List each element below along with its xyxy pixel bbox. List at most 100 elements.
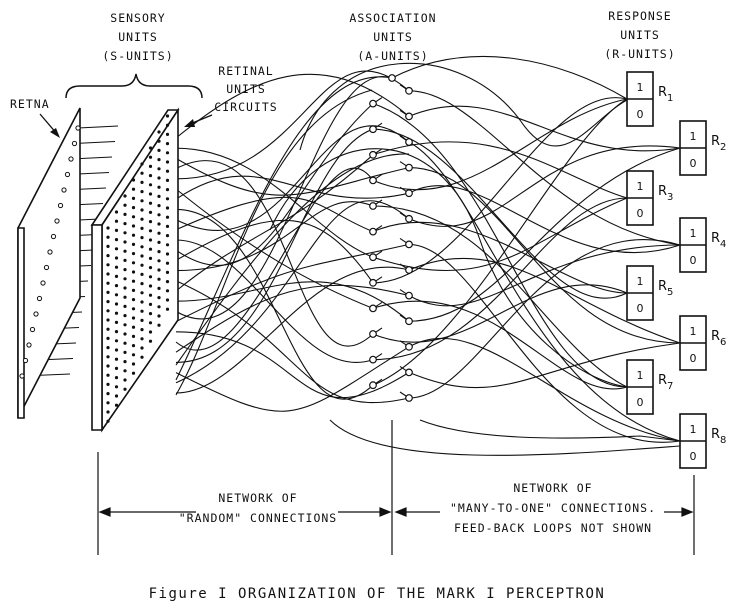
a-unit: [405, 266, 413, 274]
connection-wire: [175, 89, 373, 396]
retinal-units-label-line3: CIRCUITS: [214, 100, 277, 114]
r-unit-label: R7: [658, 373, 673, 392]
s-unit: [165, 280, 170, 284]
retina-sensor: [22, 357, 29, 364]
a-unit: [369, 99, 377, 108]
s-unit: [131, 325, 136, 329]
s-unit: [165, 307, 170, 311]
s-unit: [157, 139, 161, 143]
s-unit: [123, 222, 127, 226]
s-unit: [114, 320, 119, 324]
s-unit: [131, 371, 136, 375]
s-unit: [157, 158, 161, 162]
s-unit: [165, 224, 170, 228]
s-unit: [131, 215, 136, 219]
s-unit: [106, 272, 110, 276]
s-unit: [140, 190, 144, 194]
s-unit: [140, 226, 144, 230]
s-unit: [148, 201, 153, 205]
s-unit: [106, 373, 110, 377]
a-unit: [369, 150, 377, 159]
s-unit: [106, 300, 110, 304]
connection-wire: [175, 76, 393, 381]
retina-sensor: [43, 264, 50, 271]
connection-wire: [175, 200, 410, 384]
s-unit: [165, 298, 170, 302]
retina-sensor: [61, 187, 67, 193]
a-unit: [369, 304, 377, 313]
s-unit: [140, 254, 144, 258]
s-unit: [140, 309, 144, 313]
s-unit: [106, 235, 110, 239]
retina-sensor: [47, 249, 53, 255]
association-header: ASSOCIATION UNITS (A-UNITS): [349, 11, 436, 63]
sensory-header-line3: (S-UNITS): [102, 49, 173, 63]
connection-wire: [419, 419, 681, 442]
a-unit: [405, 240, 413, 249]
s-unit: [106, 244, 110, 248]
s-unit: [148, 229, 153, 233]
a-unit: [405, 163, 413, 172]
connection-wire: [408, 238, 681, 399]
s-unit: [148, 247, 153, 251]
many-to-one-label-line3: FEED-BACK LOOPS NOT SHOWN: [454, 521, 652, 535]
connection-wire: [372, 98, 628, 386]
s-unit: [123, 258, 127, 262]
retina-plane: [17, 107, 81, 419]
a-unit: [405, 86, 413, 95]
r-unit-top-bit: 1: [690, 325, 697, 338]
s-unit: [114, 339, 119, 343]
s-unit: [123, 212, 127, 216]
s-unit: [148, 210, 153, 214]
response-header: RESPONSE UNITS (R-UNITS): [604, 9, 675, 61]
s-unit: [148, 174, 153, 178]
s-unit: [131, 187, 136, 191]
s-unit: [114, 403, 119, 407]
s-unit: [114, 330, 119, 334]
connection-wire: [175, 201, 374, 272]
s-unit: [131, 224, 136, 228]
s-unit: [165, 178, 170, 182]
s-unit: [106, 419, 110, 423]
a-unit: [405, 189, 413, 198]
s-unit: [140, 263, 144, 267]
connection-wire: [408, 145, 681, 227]
retina-sensor: [71, 140, 78, 147]
connection-wire: [372, 197, 628, 272]
s-unit: [106, 226, 110, 230]
s-unit: [114, 385, 119, 389]
a-unit: [369, 381, 377, 390]
r-unit-top-bit: 1: [637, 369, 644, 382]
a-unit: [369, 176, 377, 185]
retina-sensor: [19, 373, 25, 379]
r-unit-top-bit: 1: [637, 275, 644, 288]
r-unit-top-bit: 1: [637, 81, 644, 94]
s-unit: [165, 188, 170, 192]
s-unit: [123, 378, 127, 382]
connection-wire: [175, 167, 374, 351]
s-unit: [157, 213, 161, 217]
s-unit: [106, 401, 110, 405]
s-unit: [123, 304, 127, 308]
connection-wire: [299, 62, 628, 151]
s-unit: [123, 295, 127, 299]
s-unit: [148, 275, 153, 279]
response-header-line3: (R-UNITS): [604, 47, 675, 61]
a-unit: [405, 342, 413, 351]
connection-wire: [408, 90, 681, 246]
association-header-line1: ASSOCIATION: [349, 11, 436, 25]
s-unit: [131, 288, 136, 292]
s-unit: [114, 394, 119, 398]
sensory-brace: [65, 73, 203, 99]
r-unit-bottom-bit: 0: [690, 352, 697, 365]
retina-sensor: [64, 171, 71, 178]
retina-label: RETNA: [10, 97, 50, 111]
connection-wire: [408, 147, 681, 322]
s-unit: [123, 350, 127, 354]
section-markers: [97, 420, 695, 555]
s-unit: [123, 240, 127, 244]
connection-wire: [74, 140, 116, 145]
s-unit: [123, 332, 127, 336]
